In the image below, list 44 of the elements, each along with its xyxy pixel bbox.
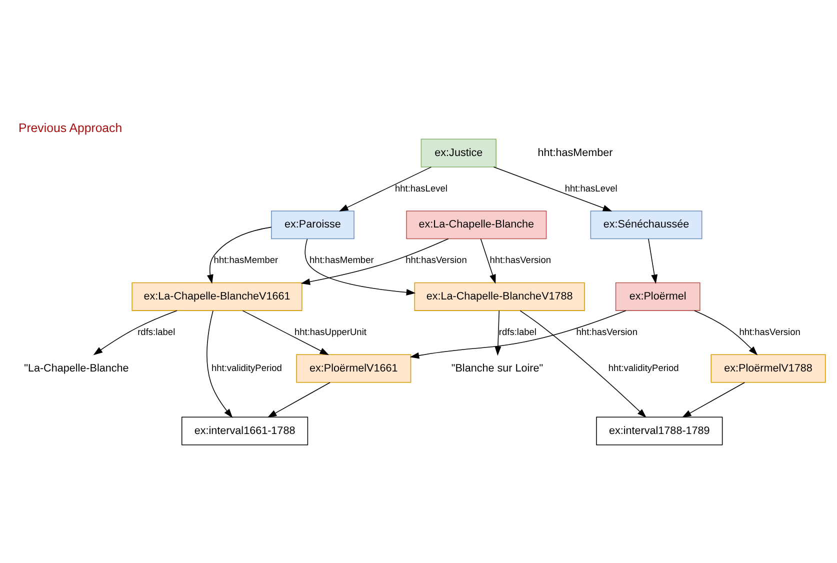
arrow (206, 310, 233, 418)
arrow (493, 166, 612, 211)
edge-label: hht:hasVersion (490, 254, 552, 265)
node-text: "La-Chapelle-Blanche (24, 362, 129, 374)
arrow (494, 310, 502, 356)
edge-label: hht:hasVersion (406, 254, 467, 265)
node-text: "Blanche sur Loire" (451, 362, 544, 374)
arrow (300, 238, 449, 284)
node-box: ex:La-Chapelle-Blanche (406, 210, 547, 239)
node-box: ex:Justice (420, 138, 496, 167)
edge-label: hht:validityPeriod (608, 362, 679, 372)
node-box: ex:La-Chapelle-BlancheV1661 (132, 282, 302, 310)
arrow (304, 238, 416, 296)
node-box: ex:interval1788-1789 (596, 416, 723, 445)
edge-label: hht:hasMember (310, 254, 374, 265)
edge-label: hht:validityPeriod (211, 362, 282, 372)
arrow (648, 238, 658, 284)
node-box: ex:PloërmelV1788 (710, 354, 826, 382)
arrow (339, 166, 432, 211)
arrow (410, 310, 626, 358)
label: hht:hasMember (538, 146, 613, 158)
arrow (520, 310, 646, 418)
edge-label: rdfs:label (498, 326, 536, 336)
arrow (93, 310, 178, 355)
arrow (267, 382, 330, 418)
arrow (242, 310, 330, 355)
node-box: ex:Paroisse (271, 210, 354, 239)
edge-label: hht:hasLevel (394, 182, 448, 193)
edge-label: hht:hasMember (214, 254, 278, 265)
edge-label: hht:hasUpperUnit (294, 326, 366, 336)
diagram-title: Previous Approach (18, 120, 122, 135)
arrow (682, 382, 746, 418)
edge-label: hht:hasVersion (576, 326, 638, 336)
node-box: ex:PloërmelV1661 (296, 354, 412, 382)
node-box: ex:La-Chapelle-BlancheV1788 (414, 282, 585, 310)
node-box: ex:Sénéchaussée (590, 210, 702, 239)
arrow (207, 226, 272, 284)
arrow (694, 310, 758, 355)
arrow (480, 238, 496, 284)
edge-label: rdfs:label (138, 326, 176, 336)
node-box: ex:Ploërmel (615, 282, 700, 310)
edge-label: hht:hasLevel (564, 182, 618, 193)
node-box: ex:interval1661-1788 (181, 416, 308, 445)
edge-label: hht:hasVersion (739, 326, 800, 336)
